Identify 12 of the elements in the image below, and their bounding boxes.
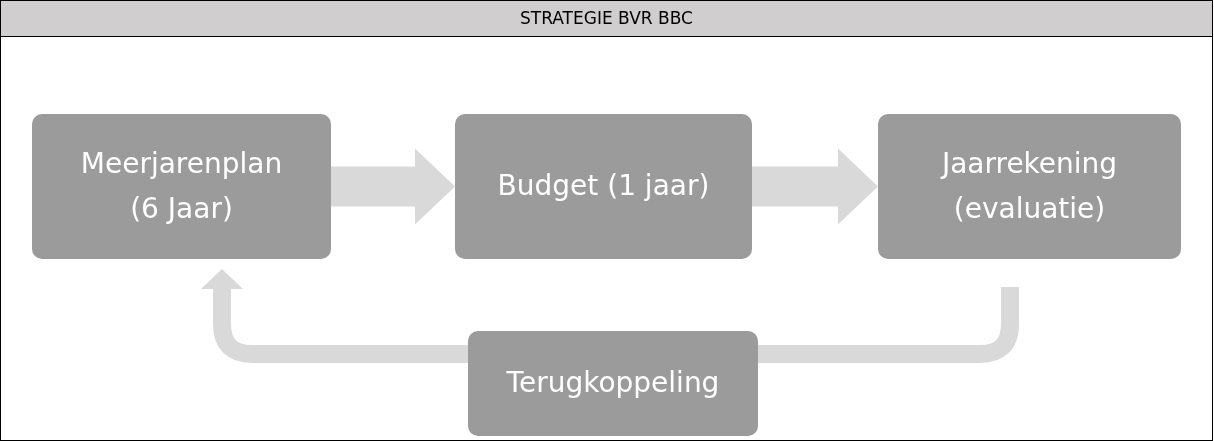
arrow <box>331 148 455 225</box>
box-label: Budget (1 jaar) <box>497 168 710 205</box>
process-box <box>32 114 331 259</box>
process-box <box>878 114 1181 259</box>
title: STRATEGIE BVR BBC <box>520 6 693 30</box>
process-box <box>468 331 758 436</box>
box-label: Meerjarenplan (6 Jaar) <box>79 145 284 227</box>
arrow <box>752 148 878 225</box>
process-box <box>455 114 752 259</box>
box-label: Terugkoppeling <box>506 365 720 402</box>
box-label: Jaarrekening (evaluatie) <box>939 145 1119 227</box>
arrow <box>201 269 468 363</box>
